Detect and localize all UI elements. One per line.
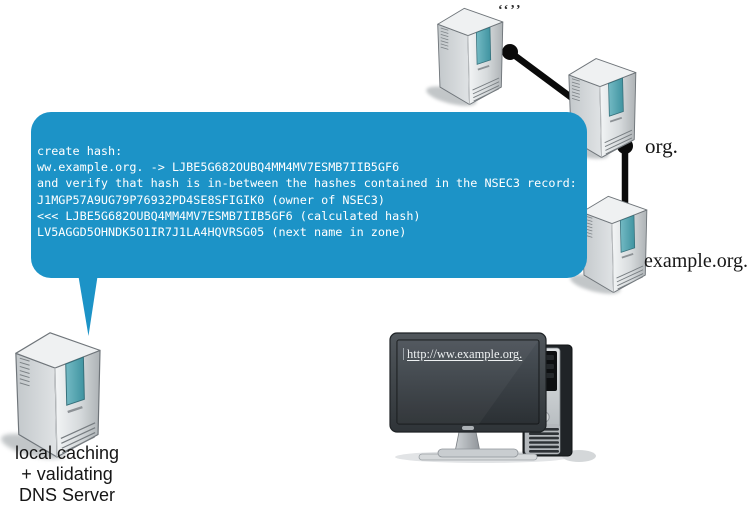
bubble-text-line: ww.example.org. -> LJBE5G682OUBQ4MM4MV7E… bbox=[37, 160, 400, 175]
bubble-text-line: J1MGP57A9UG79P76932PD4SE8SFIGIK0 (owner … bbox=[37, 192, 386, 207]
bubble-text-line: <<< LJBE5G682OUBQ4MM4MV7ESMB7IIB5GF6 (ca… bbox=[37, 208, 421, 223]
bubble-text-line: create hash: bbox=[37, 144, 123, 158]
client-computer-icon bbox=[389, 332, 596, 463]
monitor-logo bbox=[462, 426, 474, 430]
text-cursor-icon bbox=[403, 348, 404, 360]
bubble-text-line: LV5AGGD5OHNDK5O1IR7J1LA4HQVRSG05 (next n… bbox=[37, 225, 407, 240]
local-dns-server-label: local caching + validating DNS Server bbox=[0, 443, 134, 506]
local-dns-server-icon bbox=[6, 322, 104, 459]
org-zone-label: org. bbox=[645, 134, 678, 158]
local-dns-label-line: local caching bbox=[14, 443, 120, 463]
root-zone-quotes-label: ‘‘’’ bbox=[498, 3, 523, 18]
browser-url-text: http://ww.example.org. bbox=[407, 347, 523, 361]
example-org-zone-label: example.org. bbox=[644, 250, 749, 272]
browser-url: http://ww.example.org. bbox=[403, 347, 522, 362]
local-dns-label-line: DNS Server bbox=[18, 485, 116, 505]
bubble-text-line: and verify that hash is in-between the h… bbox=[37, 176, 577, 191]
local-dns-label-line: + validating bbox=[21, 464, 113, 484]
monitor-screen bbox=[396, 339, 540, 425]
speech-bubble: create hash: ww.example.org. -> LJBE5G68… bbox=[31, 112, 587, 278]
root-dns-server-icon bbox=[430, 0, 506, 106]
root-node-dot bbox=[502, 44, 518, 60]
monitor bbox=[389, 332, 547, 461]
